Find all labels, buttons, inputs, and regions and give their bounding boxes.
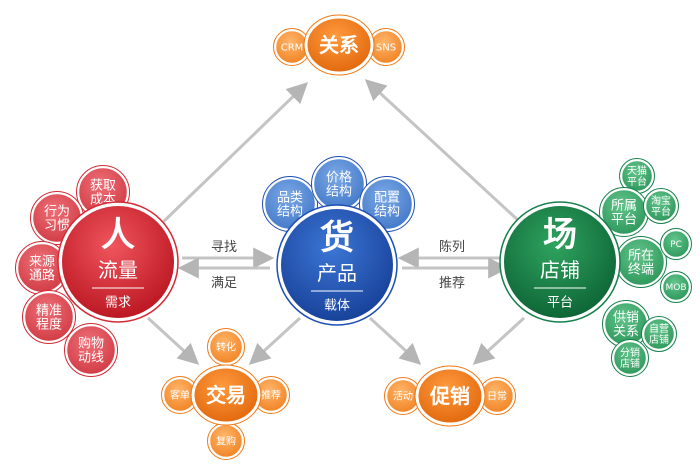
diagram-nodes: 获取成本行为习惯来源通路精准程度购物动线人流量需求品类结构价格结构配置结构货产品… <box>15 14 692 460</box>
relation-label: 关系 <box>319 33 359 57</box>
trade-satellite-1: 客单 <box>161 376 199 414</box>
arrow-people-to-relation <box>158 82 309 227</box>
relation-node: 关系 <box>303 14 375 76</box>
place-satellite-7-ring <box>641 316 677 352</box>
place-satellite-2: 淘宝平台 <box>643 188 679 224</box>
people-satellite-4-ring <box>64 323 118 377</box>
trade-satellite-3: 复购 <box>207 422 245 460</box>
people-satellite-3: 精准程度 <box>22 290 76 344</box>
promo-main-circle <box>415 366 485 426</box>
connector-arrows <box>146 79 526 365</box>
place-satellite-0-label: 天猫平台 <box>627 164 647 188</box>
people-satellite-2-label: 来源通路 <box>29 255 55 284</box>
place-satellite-1: 所属平台 <box>599 187 649 237</box>
arrow-place-to-relation <box>364 79 522 224</box>
place-satellite-4-ring <box>660 228 692 260</box>
place-satellite-5: MOB <box>660 271 692 303</box>
goods-note-label: 载体 <box>324 299 350 314</box>
promo-satellites: 活动 日常 <box>384 377 516 415</box>
relation-outer-ring <box>303 14 375 76</box>
goods-main-label: 货 <box>320 218 354 258</box>
people-note-label: 需求 <box>105 296 131 311</box>
goods-satellite-2-label: 配置结构 <box>374 191 400 220</box>
place-satellite-7-bubble <box>641 316 677 352</box>
relation-main-circle <box>304 15 374 75</box>
place-satellite-7-label: 自营店铺 <box>649 322 669 346</box>
place-satellites: 天猫平台所属平台淘宝平台所在终端 PC MOB 供销关系自营店铺分销店铺 <box>599 158 692 377</box>
place-satellite-7: 自营店铺 <box>641 316 677 352</box>
trade-satellite-2-label: 推荐 <box>261 389 281 402</box>
promo-outer-ring <box>414 365 486 427</box>
people-sub-label: 流量 <box>98 258 138 282</box>
trade-main-circle <box>191 365 261 425</box>
people-satellite-1-label: 行为习惯 <box>44 205 70 234</box>
place-satellite-8-label: 分销店铺 <box>620 346 640 370</box>
trade-satellite-0: 转化 <box>207 328 245 366</box>
goods-sub-label: 产品 <box>317 261 357 285</box>
place-satellite-8: 分销店铺 <box>611 339 649 377</box>
people-main-label: 人 <box>101 215 135 255</box>
place-main-label: 场 <box>543 215 577 255</box>
goods-satellite-1: 价格结构 <box>311 156 367 212</box>
people-satellite-4: 购物动线 <box>64 323 118 377</box>
trade-node: 交易 <box>190 364 262 426</box>
arrow-place-to-promo <box>472 316 526 365</box>
place-satellite-4-bubble <box>660 228 692 260</box>
place-satellite-2-ring <box>643 188 679 224</box>
label-satisfy: 满足 <box>211 276 237 291</box>
relation-satellite-1-label: SNS <box>376 43 396 54</box>
place-note-label: 平台 <box>547 296 573 311</box>
goods-satellite-1-label: 价格结构 <box>326 170 352 200</box>
trade-label: 交易 <box>206 383 246 407</box>
place-satellite-5-ring <box>660 271 692 303</box>
place-satellite-8-bubble <box>611 339 649 377</box>
people-satellite-3-bubble <box>22 290 76 344</box>
place-satellite-5-bubble <box>660 271 692 303</box>
place-satellite-4-label: PC <box>670 240 682 250</box>
place-satellite-1-label: 所属平台 <box>611 199 637 228</box>
people-main-circle <box>62 206 174 318</box>
promo-satellite-0-label: 活动 <box>393 391 413 403</box>
arrow-goods-to-promo <box>368 316 422 365</box>
promo-label: 促销 <box>429 384 470 408</box>
place-satellite-3: 所在终端 <box>615 236 667 288</box>
place-satellite-2-bubble <box>643 188 679 224</box>
trade-satellite-0-label: 转化 <box>216 341 236 354</box>
people-satellite-2: 来源通路 <box>15 241 69 295</box>
trade-satellite-3-label: 复购 <box>216 435 236 448</box>
people-satellite-3-label: 精准程度 <box>36 304 62 333</box>
place-main-circle <box>504 206 616 318</box>
trade-outer-ring <box>190 364 262 426</box>
trade-satellite-0-bubble <box>207 328 245 366</box>
trade-satellite-1-label: 客单 <box>170 389 190 402</box>
place-sub-label: 店铺 <box>540 258 580 282</box>
label-recommend: 推荐 <box>439 276 465 291</box>
place-satellite-3-label: 所在终端 <box>628 249 654 278</box>
arrow-labels: 寻找 满足 陈列 推荐 <box>211 239 465 291</box>
label-seek: 寻找 <box>211 240 237 255</box>
promo-node: 促销 <box>414 365 486 427</box>
goods-satellite-0-label: 品类结构 <box>277 191 303 220</box>
place-satellite-5-label: MOB <box>665 283 686 293</box>
promo-satellite-1-label: 日常 <box>487 390 507 403</box>
place-satellite-4: PC <box>660 228 692 260</box>
people-satellite-4-label: 购物动线 <box>78 336 104 366</box>
people-satellite-4-bubble <box>64 323 118 377</box>
goods-main-circle <box>281 209 393 321</box>
people-satellite-3-ring <box>22 290 76 344</box>
relation-satellite-0-label: CRM <box>281 43 304 54</box>
arrow-people-to-trade <box>146 316 200 365</box>
place-satellite-8-ring <box>611 339 649 377</box>
arrow-goods-to-trade <box>248 316 302 365</box>
people-satellite-1: 行为习惯 <box>30 191 84 245</box>
place-satellite-2-label: 淘宝平台 <box>651 194 671 218</box>
label-display: 陈列 <box>439 239 465 255</box>
place-satellite-6-label: 供销关系 <box>613 311 639 340</box>
